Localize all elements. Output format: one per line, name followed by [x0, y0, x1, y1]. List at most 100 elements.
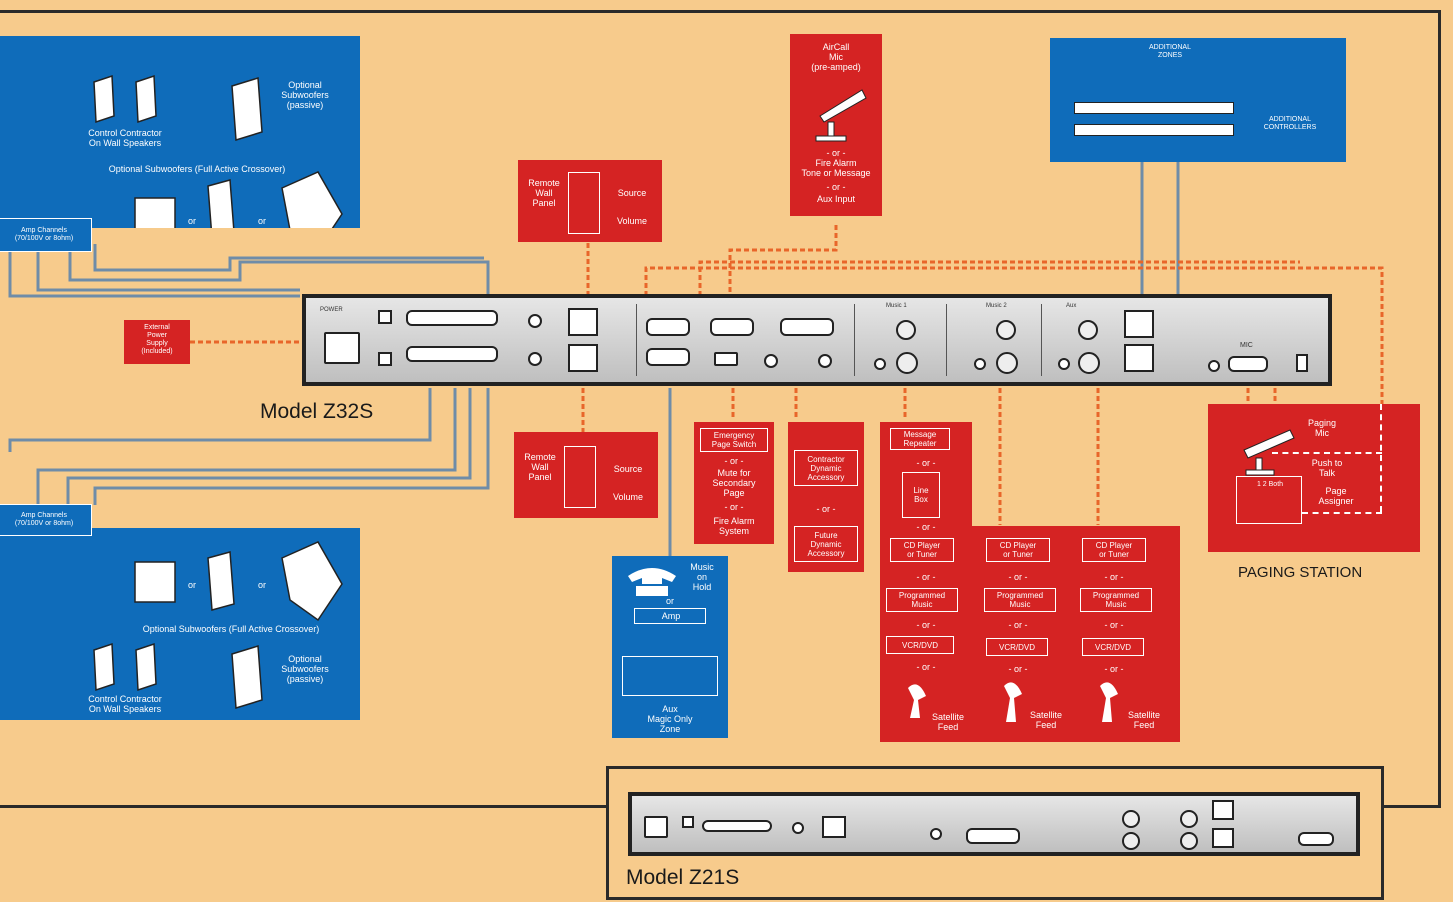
- sub-box-icon: [134, 197, 176, 228]
- or-label-2: or: [257, 580, 266, 590]
- wire-top-2: [36, 250, 300, 292]
- satellite-dish-icon: [1100, 682, 1118, 722]
- zone1-knob: [874, 358, 886, 370]
- programmed-music: Programmed Music: [984, 588, 1056, 612]
- divider: [946, 304, 947, 376]
- power-port: [324, 332, 360, 364]
- wire-top-3: [68, 250, 490, 296]
- aircall-mic-box: AirCall Mic (pre-amped) - or - Fire Alar…: [790, 34, 882, 216]
- model-z32s-unit: POWER Music 1 Music 2 Aux: [302, 294, 1332, 386]
- rca-jack-1b: [896, 352, 918, 374]
- controller-bar-2: [1074, 124, 1234, 136]
- rca-jack-1: [1122, 810, 1140, 828]
- remote-port-1: [568, 308, 598, 336]
- rca-jack-1: [896, 320, 916, 340]
- or-label: - or -: [1104, 664, 1124, 674]
- remote-wall-panel-top: Remote Wall Panel Source Volume: [518, 160, 662, 242]
- wall-speaker-icon-2: [135, 74, 157, 124]
- wire-zone-run: [644, 266, 1384, 404]
- fire-alarm-label: Fire Alarm Tone or Message: [801, 158, 871, 178]
- gain-knob-2: [528, 352, 542, 366]
- terminal-strip-top: [406, 310, 498, 326]
- gain-knob-1: [528, 314, 542, 328]
- passive-sub-icon: [231, 77, 263, 141]
- rca-jack-2b: [996, 352, 1018, 374]
- mic-knob: [1208, 360, 1220, 372]
- remote-wall-panel-bottom: Remote Wall Panel Source Volume: [514, 432, 658, 518]
- small-port: [714, 352, 738, 366]
- aux-zone-label: Aux Magic Only Zone: [647, 704, 693, 734]
- mute-label: Mute for Secondary Page: [712, 468, 756, 498]
- paging-mic-icon: [1243, 429, 1295, 476]
- xlr-port-1: [646, 318, 690, 336]
- source-label: Source: [613, 464, 643, 474]
- satellite-dish-icon-1: [908, 684, 926, 718]
- volume-label: Volume: [616, 216, 648, 226]
- or-label: - or -: [916, 522, 936, 532]
- message-repeater: Message Repeater: [890, 428, 950, 450]
- contractor-accessory: Contractor Dynamic Accessory: [794, 450, 858, 486]
- telephone-icon: [628, 568, 676, 596]
- or-label: - or -: [916, 572, 936, 582]
- divider: [1041, 304, 1042, 376]
- rca-jack-3: [1078, 320, 1098, 340]
- rj-top-a: [378, 310, 392, 324]
- trim-knob-2: [818, 354, 832, 368]
- mic-port: [1228, 356, 1268, 372]
- vcr-dvd: VCR/DVD: [1082, 638, 1144, 656]
- trim-knob: [764, 354, 778, 368]
- expansion-port-2: [1124, 344, 1154, 372]
- wire-top-4: [93, 244, 484, 272]
- active-subwoofer-label: Optional Subwoofers (Full Active Crossov…: [142, 624, 320, 634]
- active-sub-icon: [281, 171, 343, 228]
- cd-player: CD Player or Tuner: [986, 538, 1050, 562]
- rca-jack-2b: [1180, 832, 1198, 850]
- or-label: - or -: [1008, 664, 1028, 674]
- rca-jack-2: [1180, 810, 1198, 828]
- xlr-port: [966, 828, 1020, 844]
- page-assigner-label: Page Assigner: [1318, 486, 1354, 506]
- aux-input-label: Aux Input: [816, 194, 856, 204]
- or-label: - or -: [916, 458, 936, 468]
- switch: [1296, 354, 1308, 372]
- satellite-dish-icon: [1004, 682, 1022, 722]
- music-on-hold-box: Music on Hold or Amp Aux Magic Only Zone: [612, 556, 728, 738]
- wire-bot-3: [66, 388, 472, 505]
- satellite-label: Satellite Feed: [1127, 710, 1161, 730]
- expansion-port-1: [1124, 310, 1154, 338]
- amp-channels-top: Amp Channels (70/100V or 8ohm): [0, 218, 92, 252]
- emergency-page-box: Emergency Page Switch - or - Mute for Se…: [694, 422, 774, 544]
- programmed-music: Programmed Music: [1080, 588, 1152, 612]
- rca-jack-1b: [1122, 832, 1140, 850]
- or-label: - or -: [826, 182, 846, 192]
- paging-station-title: PAGING STATION: [1238, 564, 1363, 581]
- wire-zone-run-2: [698, 260, 1300, 296]
- emergency-page-switch: Emergency Page Switch: [700, 428, 768, 452]
- wire-top-1: [8, 250, 300, 298]
- satellite-label: Satellite Feed: [931, 712, 965, 732]
- rj-bot-a: [378, 352, 392, 366]
- programmed-music: Programmed Music: [886, 588, 958, 612]
- or-label: - or -: [816, 504, 836, 514]
- cd-player: CD Player or Tuner: [890, 538, 954, 562]
- paging-mic-label: Paging Mic: [1307, 418, 1337, 438]
- model-z32s-label: Model Z32S: [260, 400, 374, 423]
- divider: [854, 304, 855, 376]
- microphone-icon: [815, 89, 867, 142]
- controller-bar-1: [1074, 102, 1234, 114]
- or-label: - or -: [916, 620, 936, 630]
- wire-bot-2: [36, 388, 457, 505]
- volume-label: Volume: [612, 492, 644, 502]
- amp-box: Amp: [634, 608, 706, 624]
- additional-zones-box: ADDITIONAL ZONES ADDITIONAL CONTROLLERS: [1050, 38, 1346, 162]
- zone-speakers: [622, 656, 718, 696]
- or-label: - or -: [724, 502, 744, 512]
- panel-outline: [564, 446, 596, 508]
- page-assigner-outline: 1 2 Both: [1236, 476, 1302, 524]
- gain-knob: [792, 822, 804, 834]
- xlr-port-4: [780, 318, 834, 336]
- xlr-port-2: [646, 348, 690, 366]
- zone1-label: Music 1: [886, 303, 907, 309]
- or-label-1: or: [187, 580, 196, 590]
